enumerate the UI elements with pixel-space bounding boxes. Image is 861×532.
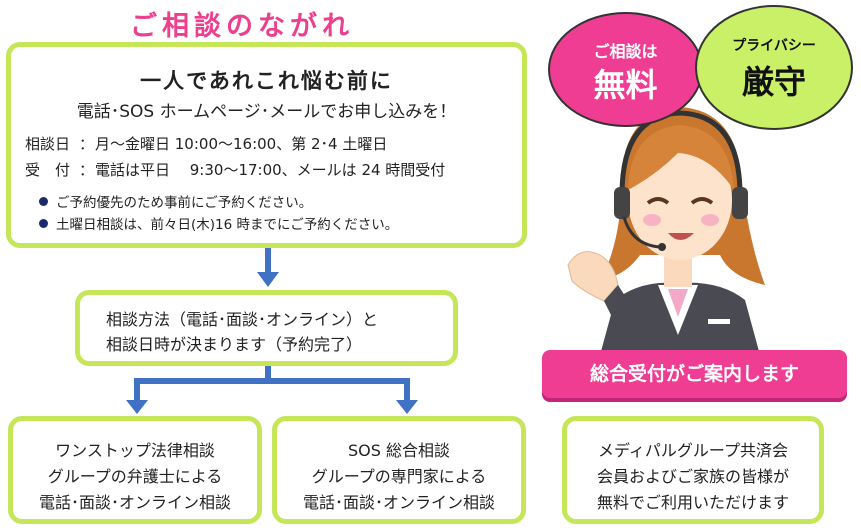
legal-consult-box: ワンストップ法律相談 グループの弁護士による 電話･面談･オンライン相談 bbox=[8, 416, 262, 524]
reception-label: 受 付 bbox=[25, 161, 71, 179]
reception-colon: ： bbox=[79, 161, 95, 179]
operator-illustration bbox=[567, 107, 765, 355]
page-title: ご相談のながれ bbox=[130, 11, 354, 42]
method-line: 相談日時が決まります（予約完了） bbox=[106, 335, 363, 354]
note-text: 土曜日相談は、前々日(木)16 時までにご予約ください。 bbox=[56, 217, 399, 233]
member-info-line: メディパルグループ共済会 bbox=[598, 441, 788, 460]
consult-days-colon: ： bbox=[79, 135, 95, 153]
arrow-down-1-shaft bbox=[265, 248, 271, 274]
bullet-icon bbox=[39, 197, 48, 206]
arrow-left-shaft bbox=[134, 378, 140, 402]
consult-days-value: 月～金曜日 10:00～16:00、第 2･4 土曜日 bbox=[95, 135, 388, 153]
sos-consult-line: 電話･面談･オンライン相談 bbox=[302, 493, 495, 512]
member-info-box: メディパルグループ共済会 会員およびご家族の皆様が 無料でご利用いただけます bbox=[562, 416, 824, 524]
consultation-info-box: 一人であれこれ悩む前に 電話･SOS ホームページ･メールでお申し込みを！ 相談… bbox=[6, 42, 527, 248]
reception-row: 受 付 ：電話は平日 9:30～17:00、メールは 24 時間受付 bbox=[25, 159, 445, 180]
privacy-badge-main: 厳守 bbox=[741, 63, 806, 101]
reception-value: 電話は平日 9:30～17:00、メールは 24 時間受付 bbox=[95, 161, 446, 179]
arrow-split-shaft bbox=[265, 366, 271, 382]
consult-days-label: 相談日 bbox=[25, 135, 71, 153]
note-text: ご予約優先のため事前にご予約ください。 bbox=[56, 195, 313, 211]
legal-consult-line: グループの弁護士による bbox=[47, 467, 223, 486]
free-badge: ご相談は 無料 bbox=[548, 12, 703, 127]
free-badge-main: 無料 bbox=[593, 66, 658, 104]
privacy-badge: プライバシー 厳守 bbox=[695, 5, 853, 130]
member-info-line: 無料でご利用いただけます bbox=[596, 493, 789, 512]
legal-consult-line: 電話･面談･オンライン相談 bbox=[38, 493, 231, 512]
main-heading: 一人であれこれ悩む前に bbox=[140, 69, 393, 93]
arrow-split-bar bbox=[134, 378, 410, 384]
arrow-left-head bbox=[126, 400, 148, 414]
method-box: 相談方法（電話･面談･オンライン）と 相談日時が決まります（予約完了） bbox=[75, 290, 458, 366]
arrow-right-head bbox=[396, 400, 418, 414]
sos-consult-box: SOS 総合相談 グループの専門家による 電話･面談･オンライン相談 bbox=[272, 416, 526, 524]
note-item: ご予約優先のため事前にご予約ください。 bbox=[39, 191, 312, 211]
arrow-down-1-head bbox=[257, 272, 279, 287]
free-badge-top: ご相談は bbox=[593, 42, 658, 61]
legal-consult-line: ワンストップ法律相談 bbox=[55, 441, 215, 460]
sos-consult-line: SOS 総合相談 bbox=[348, 441, 450, 460]
sos-consult-line: グループの専門家による bbox=[311, 467, 487, 486]
bullet-icon bbox=[39, 219, 48, 228]
main-subheading: 電話･SOS ホームページ･メールでお申し込みを！ bbox=[76, 102, 457, 122]
reception-banner: 総合受付がご案内します bbox=[542, 350, 847, 398]
privacy-badge-top: プライバシー bbox=[732, 38, 816, 54]
consult-days-row: 相談日 ：月～金曜日 10:00～16:00、第 2･4 土曜日 bbox=[25, 133, 387, 154]
arrow-right-shaft bbox=[404, 378, 410, 402]
note-item: 土曜日相談は、前々日(木)16 時までにご予約ください。 bbox=[39, 213, 398, 233]
method-line: 相談方法（電話･面談･オンライン）と bbox=[106, 310, 379, 329]
member-info-line: 会員およびご家族の皆様が bbox=[596, 467, 789, 486]
